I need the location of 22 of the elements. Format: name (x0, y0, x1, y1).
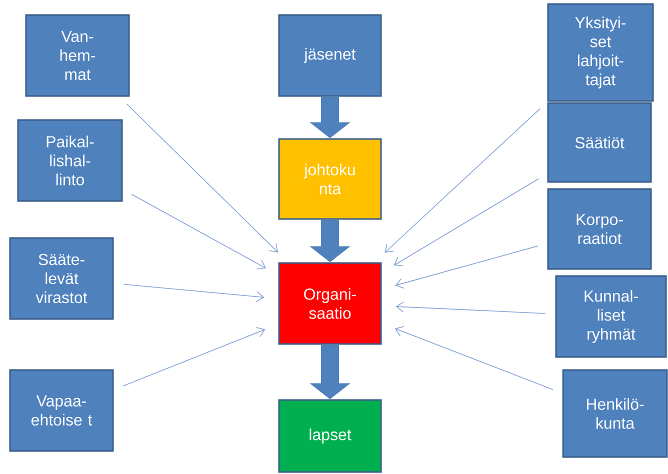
arrow (394, 326, 554, 390)
source-box: Paikal- lishal- linto (17, 119, 123, 202)
arrow (123, 284, 264, 302)
source-box: Korpo- raatiot (547, 188, 652, 270)
source-box: Vapaa- ehtoise t (9, 369, 114, 452)
arrow (126, 103, 278, 252)
arrow (131, 194, 266, 270)
process-box: johtoku nta (278, 138, 382, 220)
process-box: Organi- saatio (278, 262, 382, 345)
process-box: jäsenet (278, 14, 382, 97)
source-box: Henkilö- kunta (562, 369, 668, 458)
arrow (395, 246, 538, 289)
source-box: Säätiöt (547, 102, 652, 183)
source-box: Yksityi- set lahjoit- tajat (547, 3, 654, 102)
process-box: lapset (278, 399, 382, 473)
arrow (396, 302, 546, 314)
arrow (384, 108, 541, 253)
arrow (122, 327, 266, 386)
source-box: Sääte- levät virastot (9, 237, 114, 320)
arrow (394, 178, 540, 266)
source-box: Kunnal- liset ryhmät (555, 275, 667, 358)
source-box: Van- hem- mat (25, 14, 130, 97)
